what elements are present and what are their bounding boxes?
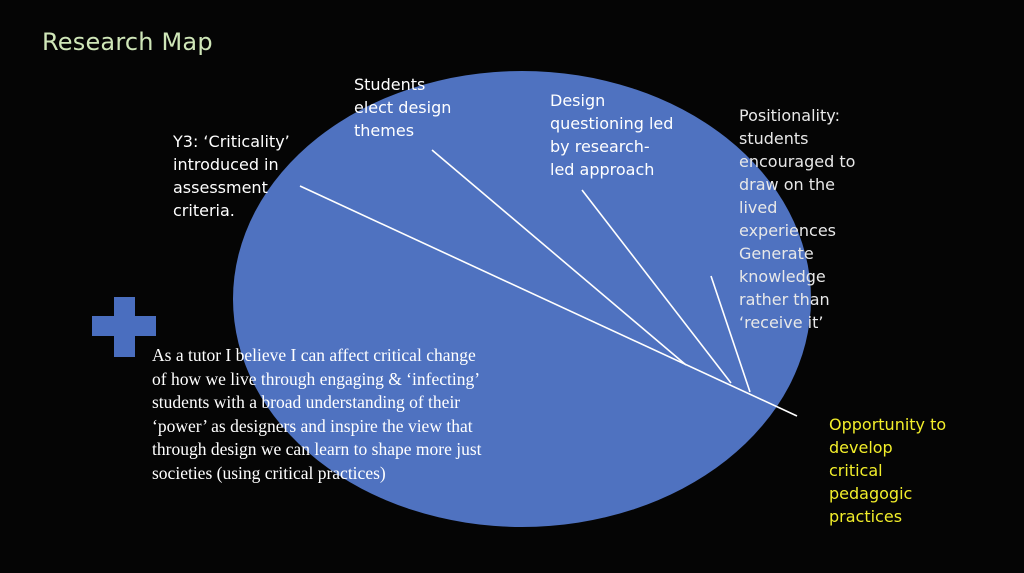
slide-title: Research Map [42,28,213,56]
research-ellipse [233,71,811,527]
connector-line-elect [431,149,687,366]
label-design-questioning: Design questioning led by research- led … [550,91,674,179]
plus-icon [92,297,156,357]
label-opportunity: Opportunity to develop critical pedagogi… [829,415,947,526]
label-elect-design-themes: Students elect design themes [354,75,452,140]
label-criticality: Y3: ‘Criticality’ introduced in assessme… [173,132,290,220]
connector-line-positionality [710,275,751,393]
connector-line-y3 [299,185,798,417]
plus-icon-horizontal-bar [92,316,156,336]
tutor-statement: As a tutor I believe I can affect critic… [152,345,482,483]
label-positionality: Positionality: students encouraged to dr… [739,106,856,332]
connector-line-design [581,189,732,384]
